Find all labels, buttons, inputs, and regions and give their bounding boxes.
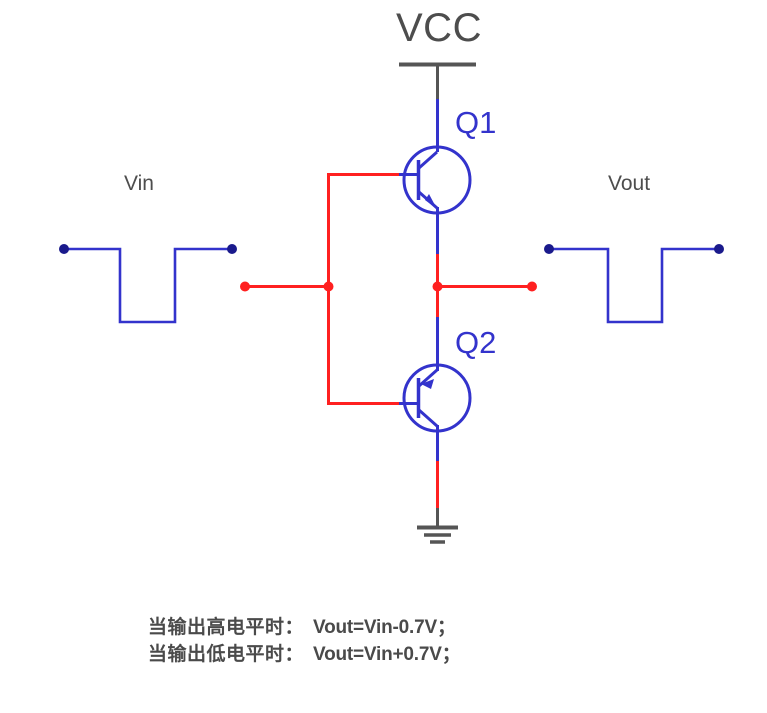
q1-label: Q1 — [455, 105, 497, 140]
q2-label: Q2 — [455, 325, 497, 360]
input-net-wire — [240, 281, 334, 292]
caption-line-low: 当输出低电平时： Vout=Vin+0.7V； — [148, 641, 628, 668]
vin-label: Vin — [124, 172, 154, 195]
vcc-rail — [399, 62, 476, 101]
caption-block: 当输出高电平时： Vout=Vin-0.7V； 当输出低电平时： Vout=Vi… — [148, 614, 628, 668]
caption-line-high-condition: 当输出高电平时： — [148, 616, 305, 638]
transistor-q1 — [402, 145, 472, 215]
output-net-wire — [432, 281, 537, 292]
vcc-label: VCC — [396, 6, 482, 50]
ground-symbol — [417, 525, 458, 544]
transistor-q2 — [402, 363, 472, 433]
caption-line-low-condition: 当输出低电平时： — [148, 643, 305, 665]
vout-label: Vout — [608, 172, 651, 195]
caption-line-high-equation: Vout=Vin-0.7V； — [313, 617, 456, 638]
vin-waveform — [59, 244, 237, 324]
caption-line-high: 当输出高电平时： Vout=Vin-0.7V； — [148, 614, 628, 641]
vout-waveform — [544, 244, 724, 324]
caption-line-low-equation: Vout=Vin+0.7V； — [313, 644, 461, 665]
